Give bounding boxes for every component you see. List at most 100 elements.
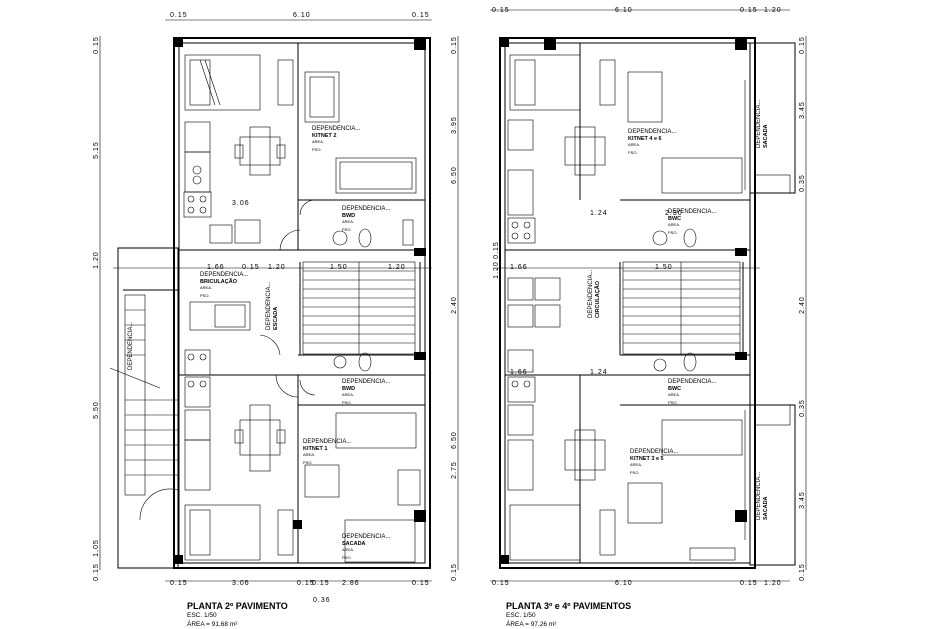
- dimension-text: 1.20: [493, 261, 500, 279]
- room-floor: PSO.: [342, 227, 352, 232]
- right-plan-furniture: [507, 54, 791, 561]
- room-tag: SACADA: [763, 124, 769, 148]
- room-area: AREA.: [312, 139, 324, 144]
- dimension-text: 0.15: [799, 563, 806, 581]
- dimension-text: 0.15: [492, 7, 510, 14]
- dimension-text: 1.50: [330, 264, 348, 271]
- right-plan-stairs: [622, 261, 741, 355]
- room-name: DEPENDENCIA...: [756, 471, 762, 520]
- room-floor: PSO.: [342, 555, 352, 560]
- dimension-text: 2.40: [799, 296, 806, 314]
- dimension-text: 0.15: [493, 241, 500, 259]
- left-plan-dimension-lines: [99, 19, 459, 582]
- dimension-text: 6.50: [451, 431, 458, 449]
- plan-scale: ESC. 1/50: [506, 612, 536, 619]
- room-area: AREA.: [630, 462, 642, 467]
- room-name: DEPENDENCIA...: [303, 439, 352, 445]
- dimension-text: 1.50: [655, 264, 673, 271]
- room-tag: BWC: [668, 216, 681, 222]
- right-plan-dimension-lines: [490, 9, 807, 582]
- plan-title: PLANTA 3º e 4º PAVIMENTOS: [506, 601, 631, 611]
- dimension-text: 0.35: [799, 174, 806, 192]
- dimension-text: 0.15: [740, 7, 758, 14]
- left-plan-stairs: [109, 261, 416, 521]
- dimension-text: 0.15: [451, 36, 458, 54]
- dimension-text: 6.50: [451, 166, 458, 184]
- plan-scale: ESC. 1/50: [187, 612, 217, 619]
- dimension-text: 1.24: [590, 369, 608, 376]
- room-name: DEPENDENCIA...: [630, 449, 679, 455]
- room-floor: PSO.: [342, 400, 352, 405]
- dimension-text: 0.15: [93, 563, 100, 581]
- dimension-text: 3.45: [799, 101, 806, 119]
- plan-area: ÁREA = 91,68 m²: [187, 619, 238, 628]
- dimension-text: 5.15: [93, 141, 100, 159]
- room-name: DEPENDENCIA...: [128, 321, 134, 370]
- room-name: DEPENDENCIA...: [342, 534, 391, 540]
- room-tag: BWC: [668, 386, 681, 392]
- room-area: AREA.: [342, 219, 354, 224]
- dimension-text: 2.40: [451, 296, 458, 314]
- dimension-text: 1.20: [93, 251, 100, 269]
- room-floor: PSO.: [303, 460, 313, 465]
- dimension-text: 0.35: [799, 399, 806, 417]
- room-floor: PSO.: [312, 147, 322, 152]
- dimension-text: 0.15: [412, 580, 430, 587]
- plan-left: [99, 19, 459, 582]
- room-name: DEPENDENCIA...: [668, 379, 717, 385]
- dimension-text: 0.15: [170, 12, 188, 19]
- dimension-text: 0.15: [93, 36, 100, 54]
- left-plan-walls: [117, 37, 431, 569]
- dimension-text: 3.95: [451, 116, 458, 134]
- dimension-text: 0.15: [412, 12, 430, 19]
- room-name: DEPENDENCIA...: [342, 379, 391, 385]
- room-floor: PSO.: [200, 293, 210, 298]
- plan-right: [490, 9, 807, 582]
- room-tag: ESCADA: [273, 307, 279, 330]
- dimension-text: 1.66: [510, 369, 528, 376]
- room-tag: BWD: [342, 213, 355, 219]
- dimension-text: 1.20: [388, 264, 406, 271]
- room-area: AREA.: [303, 452, 315, 457]
- room-tag: SACADA: [763, 496, 769, 520]
- dimension-text: 3.45: [799, 491, 806, 509]
- dimension-text: 0.15: [799, 36, 806, 54]
- room-name: DEPENDENCIA...: [200, 272, 249, 278]
- dimension-text: 5.50: [93, 401, 100, 419]
- room-tag: BWD: [342, 386, 355, 392]
- dimension-text: 1.20: [764, 7, 782, 14]
- room-area: AREA.: [628, 142, 640, 147]
- dimension-text: 0.36: [313, 597, 331, 604]
- dimension-text: 1.20: [268, 264, 286, 271]
- dimension-text: 1.66: [510, 264, 528, 271]
- dimension-text: 1.66: [207, 264, 225, 271]
- left-plan-furniture: [183, 54, 421, 563]
- room-name: DEPENDENCIA...: [668, 209, 717, 215]
- dimension-text: 0.15: [451, 563, 458, 581]
- room-area: AREA.: [668, 222, 680, 227]
- room-area: AREA.: [668, 392, 680, 397]
- dimension-text: 6.10: [615, 7, 633, 14]
- room-tag: KITNET 4 e 6: [628, 136, 662, 142]
- room-area: AREA.: [342, 392, 354, 397]
- dimension-text: 0.15: [740, 580, 758, 587]
- room-name: DEPENDENCIA...: [342, 206, 391, 212]
- room-name: DEPENDENCIA...: [628, 129, 677, 135]
- dimension-text: 1.20: [764, 580, 782, 587]
- dimension-text: 2.75: [451, 461, 458, 479]
- plan-area: ÁREA = 97,26 m²: [506, 619, 557, 628]
- dimension-text: 6.10: [293, 12, 311, 19]
- dimension-text: 1.05: [93, 539, 100, 557]
- dimension-text: 3.06: [232, 200, 250, 207]
- room-name: DEPENDENCIA...: [266, 281, 272, 330]
- dimension-text: 1.24: [590, 210, 608, 217]
- dimension-text: 0.15: [492, 580, 510, 587]
- room-tag: KITNET 2: [312, 133, 336, 139]
- dimension-text: 0.15: [312, 580, 330, 587]
- room-floor: PSO.: [630, 470, 640, 475]
- room-tag: KITNET 3 e 5: [630, 456, 664, 462]
- dimension-text: 0.15: [297, 580, 315, 587]
- room-floor: PSO.: [668, 230, 678, 235]
